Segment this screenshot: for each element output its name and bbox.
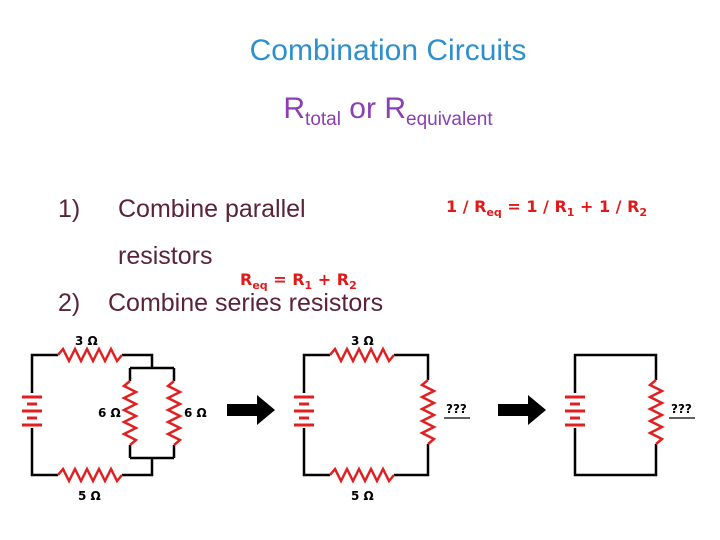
circuit-3-battery	[565, 393, 585, 428]
subtitle-or: or	[340, 92, 385, 125]
series-formula-part-a: R	[240, 270, 253, 289]
circuit-diagrams: 3 Ω 6 Ω 6 Ω 5 Ω 3 Ω ??? 5 Ω	[22, 334, 695, 503]
parallel-formula-part-c: + 1 / R	[574, 197, 640, 216]
subtitle-r-equivalent: R	[384, 92, 406, 125]
series-formula-part-c: + R	[312, 270, 350, 289]
parallel-formula-part-b: = 1 / R	[501, 197, 567, 216]
slide-title: Combination Circuits	[249, 34, 527, 67]
parallel-formula: 1 / Req = 1 / R1 + 1 / R2	[446, 197, 647, 219]
circuit-1-label-top: 3 Ω	[75, 334, 98, 348]
circuit-1-resistors	[57, 346, 183, 484]
step-2-text: Combine series resistors	[108, 289, 384, 317]
step-2-number: 2)	[58, 289, 81, 317]
circuit-1-battery	[22, 393, 42, 428]
circuit-1-resistor-3ohm	[57, 346, 123, 364]
circuit-2-label-top: 3 Ω	[351, 334, 374, 348]
circuit-1-label-parallel-left: 6 Ω	[98, 406, 121, 420]
subtitle-r-total: R	[283, 92, 306, 125]
slide-subtitle: Rtotal or Requivalent	[0, 92, 720, 131]
circuit-2-wires	[302, 353, 430, 477]
step-1-line2: resistors	[118, 242, 213, 270]
circuit-1-label-bottom: 5 Ω	[78, 489, 101, 503]
circuit-3-resistor-unknown	[647, 379, 665, 445]
circuit-2-label-right: ???	[446, 402, 467, 416]
circuit-2-resistors	[329, 346, 437, 484]
step-1-line1: Combine parallel	[118, 195, 306, 223]
parallel-formula-sub-a: eq	[486, 206, 502, 220]
subtitle-sub-total: total	[305, 109, 341, 130]
circuit-1-wires	[30, 353, 176, 477]
series-formula-sub-a: eq	[252, 279, 268, 293]
circuit-1-resistor-5ohm	[57, 466, 123, 484]
series-formula-part-b: = R	[267, 270, 305, 289]
circuit-2-battery	[294, 393, 314, 428]
arrow-1-icon	[227, 395, 275, 425]
circuit-1-label-parallel-right: 6 Ω	[184, 406, 207, 420]
circuit-2-resistor-5ohm	[329, 466, 395, 484]
parallel-formula-part-a: 1 / R	[446, 197, 487, 216]
circuit-1-resistor-6ohm-right	[165, 380, 183, 446]
series-formula-sub-b: 1	[304, 279, 313, 293]
circuit-3-wires	[573, 353, 658, 477]
circuit-2-label-bottom: 5 Ω	[351, 489, 374, 503]
parallel-formula-sub-c: 2	[639, 206, 648, 220]
series-formula-sub-c: 2	[349, 279, 357, 293]
circuit-3-label-right: ???	[671, 402, 692, 416]
series-formula: Req = R1 + R2	[240, 270, 357, 292]
circuit-2-resistor-unknown	[419, 379, 437, 445]
circuit-2-resistor-3ohm	[329, 346, 395, 364]
arrow-2-icon	[498, 395, 546, 425]
step-1-number: 1)	[58, 195, 81, 223]
circuit-1-resistor-6ohm-left	[121, 380, 139, 446]
subtitle-sub-equivalent: equivalent	[406, 109, 493, 130]
parallel-formula-sub-b: 1	[566, 206, 575, 220]
circuit-3-resistors	[647, 379, 665, 445]
